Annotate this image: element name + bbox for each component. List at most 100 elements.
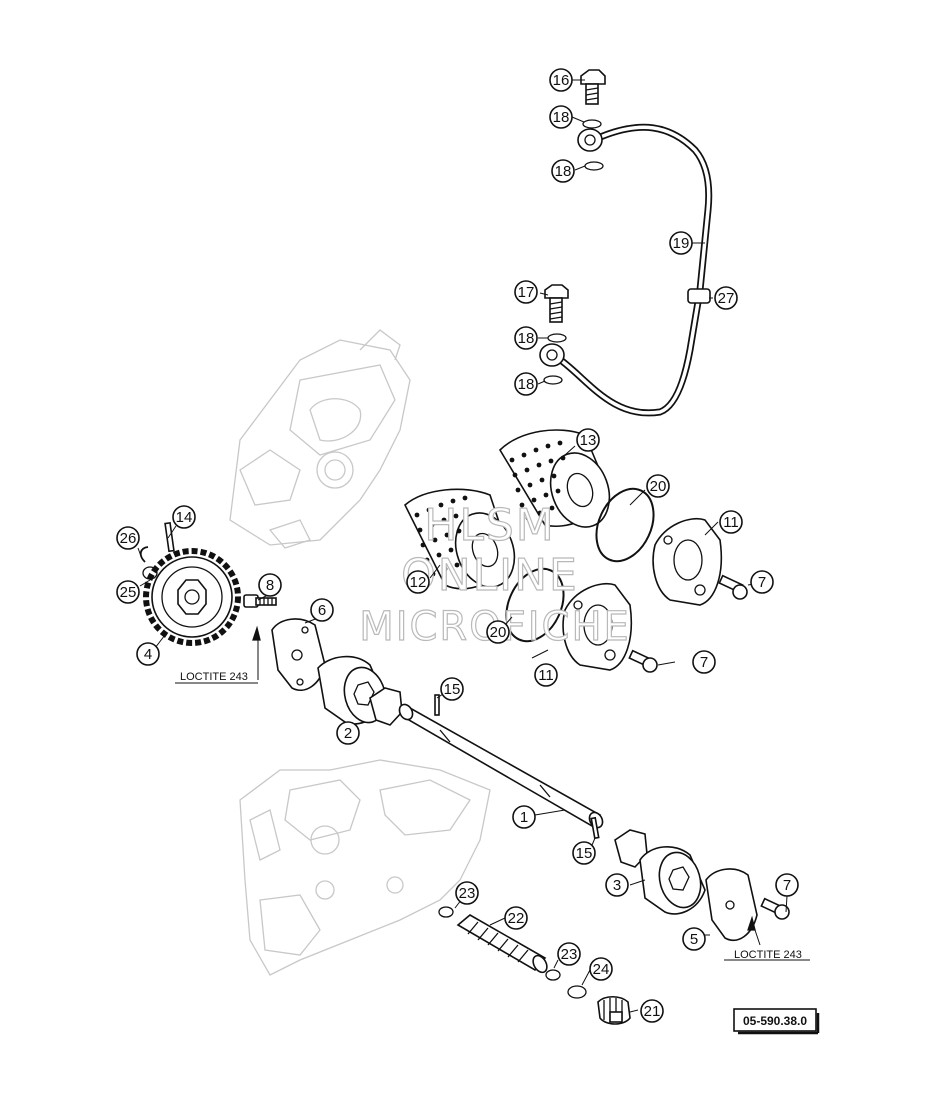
reference-number: 05-590.38.0 bbox=[743, 1014, 807, 1028]
callout-24: 24 bbox=[589, 957, 613, 981]
callout-number: 20 bbox=[490, 624, 507, 641]
callout-5: 5 bbox=[682, 927, 706, 951]
callout-circle bbox=[640, 999, 664, 1023]
callout-circle bbox=[669, 231, 693, 255]
o-ring-rear bbox=[595, 487, 655, 563]
sealing-ring-upper-1 bbox=[582, 119, 602, 129]
banjo-bolt-upper bbox=[580, 69, 606, 105]
callout-number: 27 bbox=[718, 290, 735, 307]
callout-11: 11 bbox=[719, 510, 743, 534]
callout-18: 18 bbox=[514, 372, 538, 396]
callout-7: 7 bbox=[775, 873, 799, 897]
sealing-ring-upper-2 bbox=[584, 161, 604, 171]
callout-circle bbox=[116, 580, 140, 604]
callout-number: 5 bbox=[690, 931, 698, 948]
watermark-line-2: ONLINE bbox=[401, 550, 579, 601]
callout-22: 22 bbox=[504, 906, 528, 930]
oil-filter-front bbox=[404, 488, 516, 590]
callout-circle bbox=[136, 642, 160, 666]
callout-number: 15 bbox=[576, 845, 593, 862]
callout-number: 7 bbox=[783, 877, 791, 894]
watermark-line-1: HLSM bbox=[424, 500, 556, 551]
callout-circle bbox=[512, 805, 536, 829]
callout-20: 20 bbox=[646, 474, 670, 498]
callout-1: 1 bbox=[512, 805, 536, 829]
callout-circle bbox=[504, 906, 528, 930]
callout-number: 23 bbox=[561, 946, 578, 963]
callout-number: 4 bbox=[144, 646, 152, 663]
callout-13: 13 bbox=[576, 428, 600, 452]
callout-12: 12 bbox=[406, 570, 430, 594]
callout-circle bbox=[589, 957, 613, 981]
screw-cover-front bbox=[628, 649, 658, 673]
bolt-8 bbox=[243, 594, 277, 641]
callout-14: 14 bbox=[172, 505, 196, 529]
pin-14 bbox=[164, 521, 175, 553]
oil-screen-filter bbox=[456, 914, 548, 974]
callout-18: 18 bbox=[549, 105, 573, 129]
callout-circle bbox=[258, 573, 282, 597]
callout-21: 21 bbox=[640, 999, 664, 1023]
callout-circle bbox=[572, 841, 596, 865]
callout-circle bbox=[646, 474, 670, 498]
callout-number: 21 bbox=[644, 1003, 661, 1020]
callout-15: 15 bbox=[572, 841, 596, 865]
callout-circle bbox=[514, 280, 538, 304]
callout-23: 23 bbox=[455, 881, 479, 905]
callout-number: 18 bbox=[518, 330, 535, 347]
reference-box: 05-590.38.0 bbox=[733, 1008, 820, 1035]
screw-pump-cover bbox=[760, 897, 790, 920]
callout-number: 26 bbox=[120, 530, 137, 547]
callout-circle bbox=[172, 505, 196, 529]
callout-circle bbox=[116, 526, 140, 550]
callout-number: 23 bbox=[459, 885, 476, 902]
callout-number: 12 bbox=[410, 574, 427, 591]
callout-20: 20 bbox=[486, 620, 510, 644]
callout-circle bbox=[682, 927, 706, 951]
o-ring-front bbox=[505, 567, 565, 643]
callout-23: 23 bbox=[557, 942, 581, 966]
callout-number: 16 bbox=[553, 72, 570, 89]
callout-6: 6 bbox=[310, 598, 334, 622]
callout-number: 8 bbox=[266, 577, 274, 594]
sealing-ring-lower-1 bbox=[547, 333, 567, 343]
pin-15-lower bbox=[590, 816, 600, 840]
callout-number: 22 bbox=[508, 910, 525, 927]
callout-number: 2 bbox=[344, 725, 352, 742]
callout-17: 17 bbox=[514, 280, 538, 304]
callout-2: 2 bbox=[336, 721, 360, 745]
callout-circle bbox=[455, 881, 479, 905]
pump-cover-right bbox=[705, 868, 758, 941]
callout-number: 1 bbox=[520, 809, 528, 826]
drain-plug bbox=[597, 995, 631, 1025]
o-ring-23-lower bbox=[545, 969, 561, 981]
callout-circle bbox=[336, 721, 360, 745]
callout-18: 18 bbox=[514, 326, 538, 350]
screw-cover-rear bbox=[718, 574, 748, 600]
callout-3: 3 bbox=[605, 873, 629, 897]
callout-circle bbox=[440, 677, 464, 701]
callout-circle bbox=[692, 650, 716, 674]
callout-number: 17 bbox=[518, 284, 535, 301]
callout-number: 6 bbox=[318, 602, 326, 619]
callout-number: 20 bbox=[650, 478, 667, 495]
circlip bbox=[139, 546, 149, 563]
callout-circle bbox=[514, 372, 538, 396]
engine-case-outline-lower bbox=[239, 759, 491, 976]
callout-15: 15 bbox=[440, 677, 464, 701]
callout-4: 4 bbox=[136, 642, 160, 666]
callout-number: 14 bbox=[176, 509, 193, 526]
callout-circle bbox=[549, 68, 573, 92]
callout-number: 13 bbox=[580, 432, 597, 449]
pump-plate-left bbox=[271, 618, 326, 691]
callout-circle bbox=[605, 873, 629, 897]
o-ring-23-upper bbox=[438, 906, 454, 918]
callout-circle bbox=[551, 159, 575, 183]
callout-group: 1618181927171818132011712201171426254861… bbox=[116, 68, 799, 1023]
callout-11: 11 bbox=[534, 663, 558, 687]
sealing-ring-24 bbox=[567, 985, 587, 999]
callout-circle bbox=[557, 942, 581, 966]
callout-number: 18 bbox=[518, 376, 535, 393]
callout-circle bbox=[406, 570, 430, 594]
